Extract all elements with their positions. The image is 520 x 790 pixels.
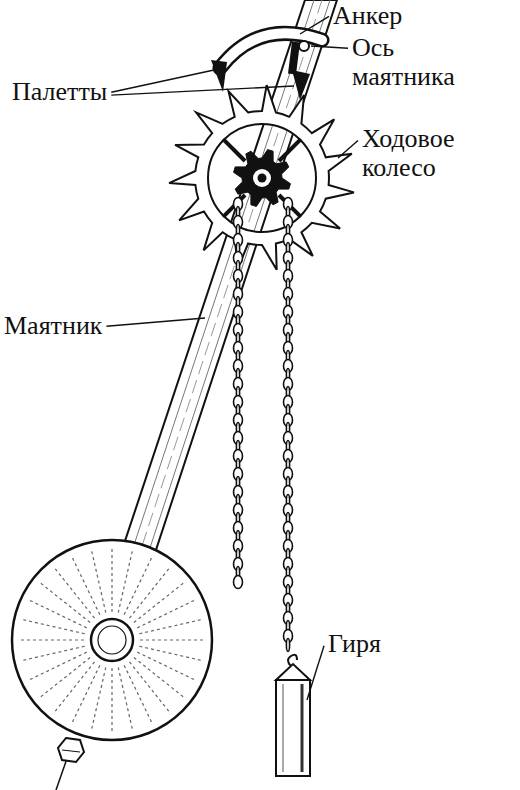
pendulum-rod-body — [120, 0, 337, 562]
part-label: Гиря — [328, 630, 381, 659]
chain-link — [286, 639, 289, 652]
weight-shading — [283, 684, 284, 772]
wheel-spoke — [223, 139, 245, 161]
bob-shading-line — [118, 550, 132, 612]
bob-shading-line — [72, 557, 100, 615]
leader-line — [111, 70, 214, 92]
adjust-nut — [58, 738, 84, 762]
part-label: Палетты — [12, 78, 107, 107]
leader-lines — [106, 16, 358, 700]
pallet — [211, 60, 227, 92]
anchor-arm-outline — [220, 33, 322, 68]
bob-shading-line — [137, 600, 195, 628]
leader-line — [311, 46, 348, 48]
pendulum-rod — [120, 0, 337, 562]
part-label: Ходовое колесо — [362, 125, 502, 182]
bob-shading-line — [55, 568, 95, 618]
leader-line — [111, 86, 294, 95]
pendulum-bob — [12, 540, 212, 790]
rod-shading — [146, 0, 330, 560]
leader-line — [300, 16, 329, 34]
part-label: Маятник — [4, 312, 102, 341]
anchor-crutch — [292, 42, 296, 74]
wheel-arbor — [258, 174, 267, 183]
bob-shading-line — [129, 662, 169, 712]
bob-shading-line — [137, 652, 195, 680]
bob-shading-line — [111, 548, 112, 612]
weight-shading — [301, 684, 304, 772]
bob-shading — [20, 548, 204, 732]
bob-shading-line — [124, 665, 152, 723]
bob-disc — [12, 540, 212, 740]
sprocket-center — [253, 169, 271, 187]
bob-shading-line — [139, 646, 201, 660]
weight-body — [276, 680, 310, 776]
rod-shading — [138, 0, 322, 558]
bob-shading-line — [22, 620, 84, 634]
bob-shading-line — [20, 639, 84, 640]
bob-shading-line — [124, 557, 152, 615]
chain-sprocket — [234, 150, 291, 207]
bob-shading-line — [118, 667, 132, 729]
part-label: Анкер — [333, 2, 402, 31]
bob-shading-line — [22, 646, 84, 660]
part-label: Ось маятника — [352, 34, 484, 91]
bob-hole — [98, 626, 126, 654]
bob-shading-line — [29, 652, 87, 680]
bob-ring — [91, 619, 133, 661]
anchor-arm — [220, 33, 322, 68]
bob-shading-line — [92, 550, 106, 612]
wheel-spoke — [279, 139, 301, 161]
bob-shading-line — [139, 620, 201, 634]
bob-shading-line — [40, 657, 90, 697]
weight — [276, 655, 310, 776]
rod-shading — [130, 0, 314, 557]
wheel-spoke — [223, 195, 245, 217]
bob-shading-line — [72, 665, 100, 723]
leader-line — [338, 140, 358, 158]
pallet — [292, 70, 310, 100]
adjust-nut-edge — [62, 750, 80, 752]
chains — [234, 198, 293, 652]
escape-wheel-rim — [169, 85, 354, 270]
leader-line — [307, 646, 324, 700]
pendulum-pivot — [299, 41, 309, 51]
bob-shading-line — [111, 668, 112, 732]
weight-cap — [276, 664, 310, 680]
bob-shading-line — [134, 583, 184, 623]
bob-shading-line — [140, 639, 204, 640]
escape-wheel-spokes — [223, 139, 301, 217]
bob-shading-line — [92, 667, 106, 729]
leader-line — [106, 318, 205, 326]
chain-link — [234, 576, 243, 589]
escape-wheel — [169, 85, 354, 270]
bob-shading-line — [29, 600, 87, 628]
